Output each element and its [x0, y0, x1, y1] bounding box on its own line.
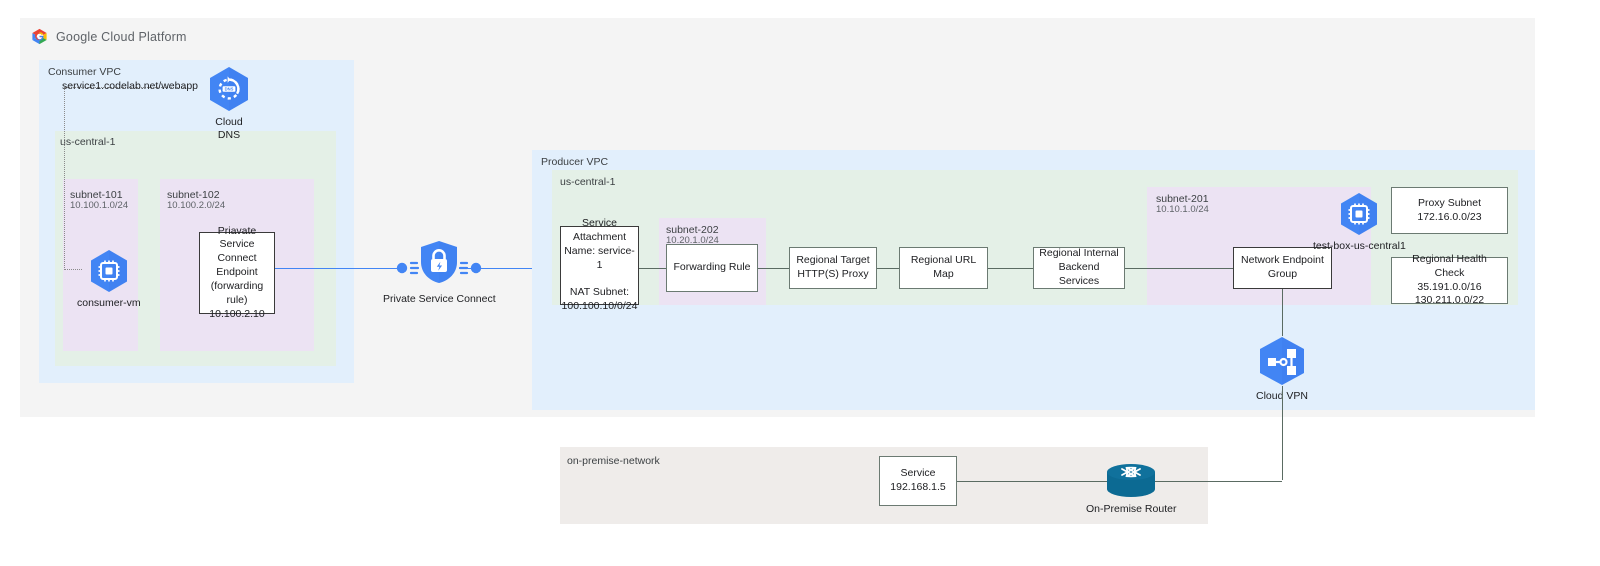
- brand-header: Google Cloud Platform: [30, 27, 187, 46]
- on-premise-router-label: On-Premise Router: [1086, 503, 1177, 515]
- psc-link-right: [459, 268, 560, 270]
- backend-services-box[interactable]: Regional Internal Backend Services: [1033, 247, 1125, 289]
- forwarding-rule-box[interactable]: Forwarding Rule: [666, 244, 758, 292]
- subnet-202-name: subnet-202: [666, 224, 719, 236]
- dns-route-dotted-vertical: [64, 87, 65, 270]
- subnet-201-cidr: 10.10.1.0/24: [1156, 204, 1209, 215]
- target-proxy-box[interactable]: Regional Target HTTP(S) Proxy: [789, 247, 877, 289]
- producer-region-label: us-central-1: [560, 176, 616, 188]
- cloud-dns-label: Cloud DNS: [215, 116, 243, 142]
- cloud-dns-node[interactable]: DNS Cloud DNS: [208, 66, 250, 142]
- on-premise-service-box[interactable]: Service 192.168.1.5: [879, 456, 957, 506]
- cloud-vpn-label: Cloud VPN: [1256, 390, 1308, 402]
- health-check-box[interactable]: Regional Health Check 35.191.0.0/16 130.…: [1391, 253, 1508, 306]
- consumer-vpc-label: Consumer VPC: [48, 66, 121, 78]
- url-map-box[interactable]: Regional URL Map: [899, 247, 988, 289]
- consumer-region-label: us-central-1: [60, 136, 116, 148]
- line-backend-to-neg: [1125, 268, 1233, 269]
- private-service-connect-icon: [391, 238, 487, 291]
- subnet-101-name: subnet-101: [70, 189, 123, 201]
- line-sa-to-fr: [639, 268, 667, 269]
- line-vpn-to-onprem: [1282, 386, 1283, 480]
- svg-text:DNS: DNS: [225, 87, 234, 92]
- cloud-vpn-node[interactable]: Cloud VPN: [1254, 336, 1310, 403]
- compute-engine-icon: [89, 249, 129, 293]
- on-premise-router-node[interactable]: On-Premise Router: [1086, 461, 1176, 516]
- dns-route-dotted-top: [64, 87, 188, 88]
- network-endpoint-group-box[interactable]: Network Endpoint Group: [1233, 247, 1332, 289]
- cloud-vpn-icon: [1254, 336, 1310, 386]
- consumer-vm-node[interactable]: consumer-vm: [77, 249, 141, 310]
- subnet-102-cidr: 10.100.2.0/24: [167, 200, 226, 211]
- service-attachment-box[interactable]: Service Attachment Name: service-1 NAT S…: [560, 217, 639, 312]
- subnet-201-name: subnet-201: [1156, 193, 1209, 205]
- brand-name: Google Cloud Platform: [56, 29, 187, 44]
- line-fr-to-proxy: [758, 268, 789, 269]
- producer-vpc-label: Producer VPC: [541, 156, 609, 168]
- subnet-102-name: subnet-102: [167, 189, 220, 201]
- line-urlmap-to-backend: [988, 268, 1033, 269]
- subnet-101-cidr: 10.100.1.0/24: [70, 200, 129, 211]
- psc-link-left: [275, 268, 403, 270]
- private-service-connect-label: Private Service Connect: [383, 293, 496, 305]
- private-service-connect-node[interactable]: Private Service Connect: [383, 238, 496, 305]
- compute-engine-icon: [1339, 192, 1379, 236]
- line-neg-to-vpn: [1282, 289, 1283, 336]
- router-icon: [1102, 461, 1160, 499]
- psc-endpoint-box[interactable]: Priavate Service Connect Endpoint (forwa…: [199, 225, 275, 320]
- dns-record-text: service1.codelab.net/webapp: [62, 80, 199, 92]
- proxy-subnet-box[interactable]: Proxy Subnet 172.16.0.0/23: [1391, 187, 1508, 234]
- google-cloud-logo-icon: [30, 27, 49, 46]
- consumer-vm-label: consumer-vm: [77, 297, 141, 309]
- test-box-node[interactable]: test-box-us-central1: [1313, 192, 1406, 253]
- dns-route-dotted-to-vm: [64, 269, 82, 270]
- line-proxy-to-urlmap: [877, 268, 899, 269]
- subnet-202-cidr: 10.20.1.0/24: [666, 235, 719, 246]
- cloud-dns-icon: DNS: [208, 66, 250, 112]
- on-premise-network-label: on-premise-network: [567, 455, 660, 467]
- test-box-label: test-box-us-central1: [1313, 240, 1406, 252]
